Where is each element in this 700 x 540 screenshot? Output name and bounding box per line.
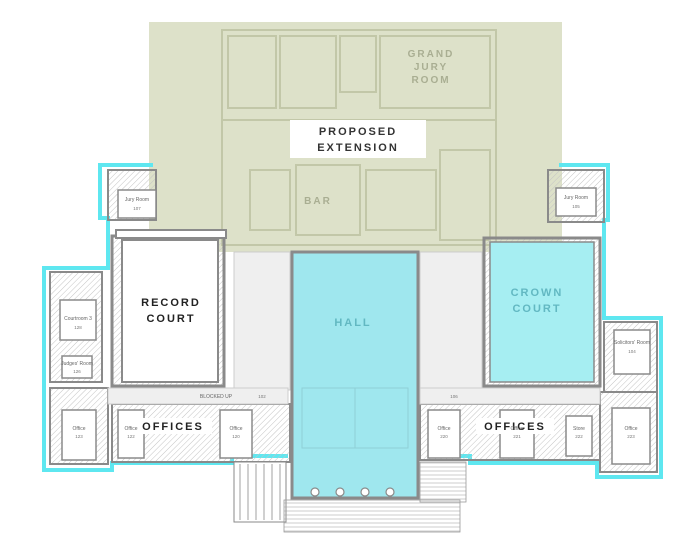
crown-court-line-1: CROWN [511,287,564,299]
hall-label: HALL [334,317,371,329]
office-4-label: Office [438,426,451,432]
office-1-num: 123 [75,434,83,439]
hall-room [290,250,420,500]
crown-court-line-2: COURT [512,303,561,315]
record-court-label: RECORD COURT [141,297,201,325]
solicitors-room-num: 104 [628,349,636,354]
jury-room-right-label: Jury Room [564,195,588,201]
courtroom-3-num: 128 [74,325,82,330]
office-4-num: 220 [440,434,448,439]
grand-jury-room-label: GRAND JURY ROOM [408,49,455,86]
office-2-label: Office [125,426,138,432]
record-court-room [110,229,227,388]
offices-left-label: OFFICES [142,421,204,433]
grand-jury-line-3: ROOM [411,75,450,86]
crown-court-room [482,236,602,388]
office-6-label: Office [625,426,638,432]
office-2-num: 122 [127,434,135,439]
grand-jury-line-2: JURY [414,62,448,73]
judges-room-label: Judges' Room [61,361,93,367]
proposed-extension-label: PROPOSED EXTENSION [290,120,426,158]
courtroom-3-label: Courtroom 3 [64,316,92,322]
record-court-line-2: COURT [146,313,195,325]
entrance-steps [233,461,467,533]
jury-room-left-num: 107 [133,206,141,211]
jury-room-left-label: Jury Room [125,197,149,203]
office-5-label: Office [511,426,524,432]
corridor-num-right: 106 [450,394,458,399]
office-6-num: 223 [627,434,635,439]
office-1-label: Office [73,426,86,432]
offices-right-label: OFFICES [484,421,546,433]
corridor-num-left: 102 [258,394,266,399]
crown-court-label: CROWN COURT [511,287,564,315]
judges-room-num: 126 [73,369,81,374]
record-court-line-1: RECORD [141,297,201,309]
store-label: Store [573,426,585,432]
jury-room-right-num: 105 [572,204,580,209]
solicitors-room-label: Solicitors' Room [614,340,650,346]
proposed-extension-line-1: PROPOSED [319,126,397,138]
office-3-label: Office [230,426,243,432]
office-5-num: 221 [513,434,521,439]
small-room-labels: Jury Room 107 Jury Room 105 Courtroom 3 … [61,195,650,439]
corridor-zones [107,251,601,405]
bar-label: BAR [304,196,332,207]
proposed-extension-line-2: EXTENSION [317,142,399,154]
grand-jury-line-1: GRAND [408,49,455,60]
store-num: 222 [575,434,583,439]
office-3-num: 120 [232,434,240,439]
blocked-up-label: BLOCKED UP [200,394,233,400]
